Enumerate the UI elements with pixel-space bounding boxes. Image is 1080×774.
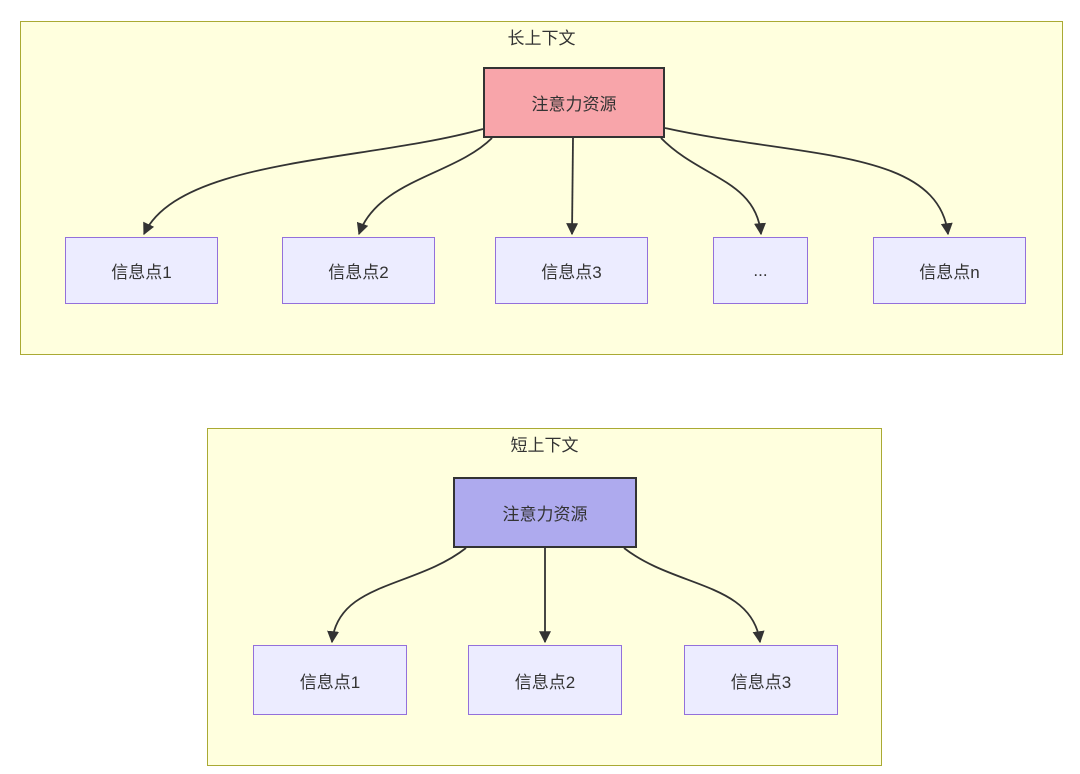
info-node-short-3: 信息点3 (684, 645, 838, 715)
info-node-long-1: 信息点1 (65, 237, 218, 304)
info-node-long-ellipsis: ... (713, 237, 808, 304)
info-node-long-2: 信息点2 (282, 237, 435, 304)
info-node-long-3: 信息点3 (495, 237, 648, 304)
info-node-long-n: 信息点n (873, 237, 1026, 304)
attention-node-long: 注意力资源 (483, 67, 665, 138)
info-node-short-1: 信息点1 (253, 645, 407, 715)
info-node-short-2: 信息点2 (468, 645, 622, 715)
panel-title-short: 短上下文 (510, 436, 579, 455)
attention-node-short: 注意力资源 (453, 477, 637, 548)
panel-title-long: 长上下文 (507, 29, 576, 48)
